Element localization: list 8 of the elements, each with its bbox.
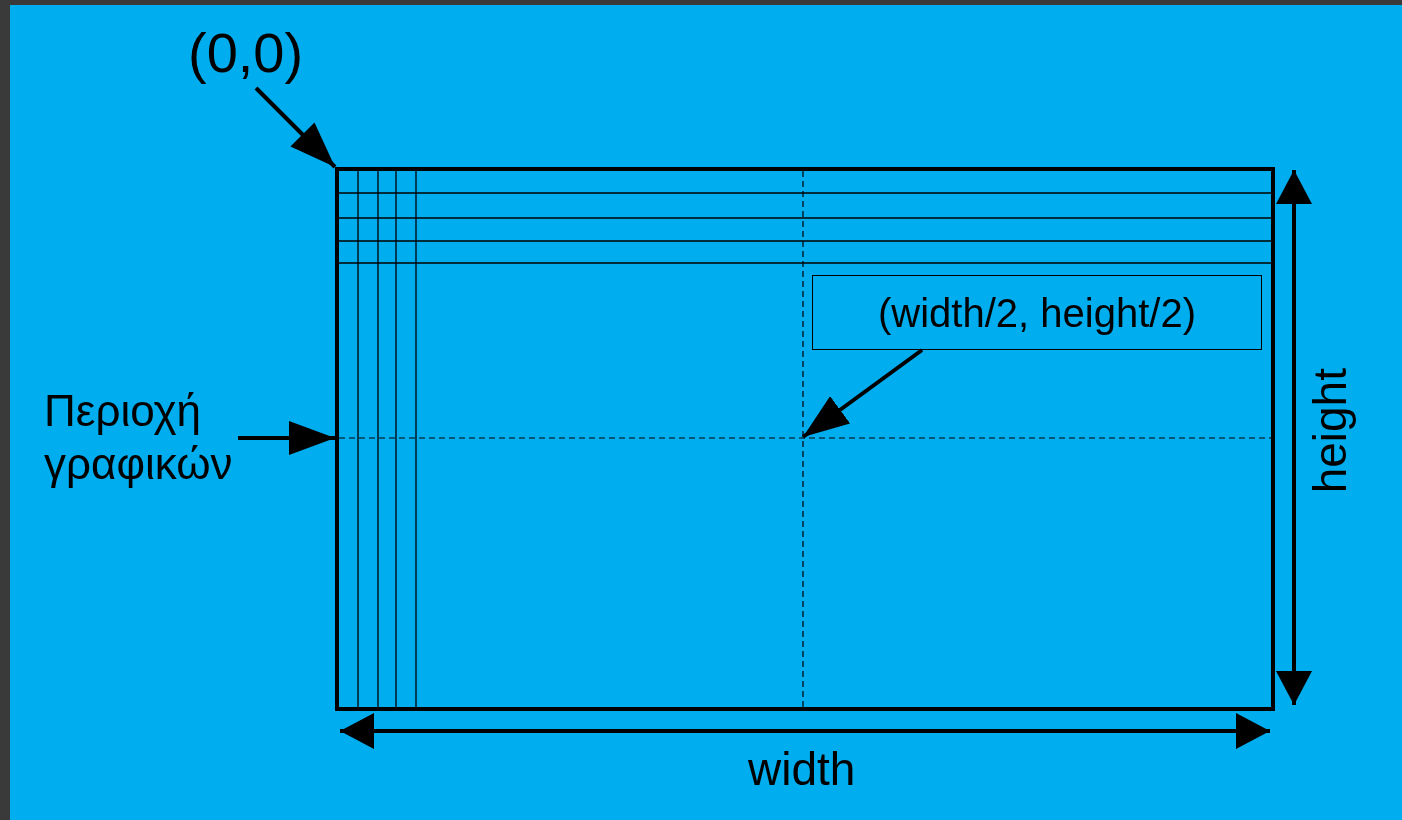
leader-arrow (238, 421, 335, 455)
area-label: Περιοχή γραφικών (44, 380, 284, 495)
center-coordinate-box: (width/2, height/2) (812, 275, 1262, 350)
height-label: height (1305, 368, 1356, 494)
leader-arrow (254, 86, 337, 169)
width-label: width (748, 744, 856, 795)
coordinate-label: (0,0) (188, 18, 328, 88)
leader-arrow (801, 348, 924, 439)
